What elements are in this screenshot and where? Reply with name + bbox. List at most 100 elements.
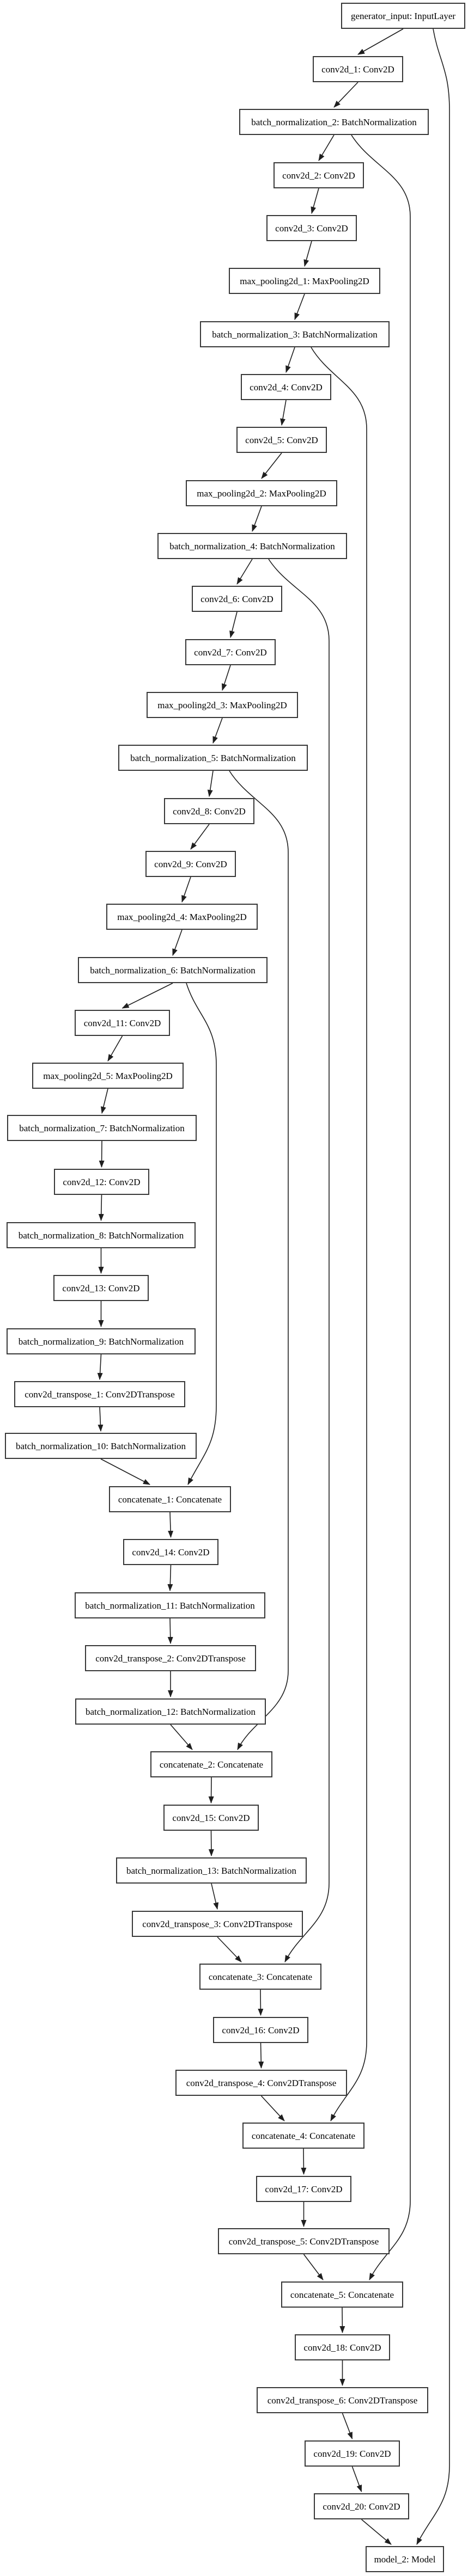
node-conv2d_transpose_3: conv2d_transpose_3: Conv2DTranspose xyxy=(132,1911,303,1937)
node-batch_normalization_11: batch_normalization_11: BatchNormalizati… xyxy=(75,1592,265,1618)
edge-conv2d_20-to-model_2 xyxy=(361,2519,392,2545)
node-label-batch_normalization_10: batch_normalization_10: BatchNormalizati… xyxy=(15,1440,186,1451)
node-label-conv2d_19: conv2d_19: Conv2D xyxy=(313,2448,391,2459)
node-conv2d_transpose_5: conv2d_transpose_5: Conv2DTranspose xyxy=(218,2228,390,2254)
edge-conv2d_1-to-batch_normalization_2 xyxy=(333,82,358,108)
node-conv2d_1: conv2d_1: Conv2D xyxy=(313,56,403,82)
edge-conv2d_transpose_4-to-concatenate_4 xyxy=(260,2095,285,2121)
edge-generator_input-to-conv2d_1 xyxy=(357,28,404,55)
node-label-batch_normalization_13: batch_normalization_13: BatchNormalizati… xyxy=(126,1865,297,1876)
node-concatenate_3: concatenate_3: Concatenate xyxy=(199,1964,321,1990)
node-label-batch_normalization_4: batch_normalization_4: BatchNormalizatio… xyxy=(169,541,335,551)
node-conv2d_15: conv2d_15: Conv2D xyxy=(163,1805,259,1831)
node-label-max_pooling2d_5: max_pooling2d_5: MaxPooling2D xyxy=(43,1070,173,1081)
node-batch_normalization_13: batch_normalization_13: BatchNormalizati… xyxy=(116,1857,307,1884)
node-label-max_pooling2d_3: max_pooling2d_3: MaxPooling2D xyxy=(157,700,287,710)
node-conv2d_9: conv2d_9: Conv2D xyxy=(145,851,236,877)
node-label-batch_normalization_9: batch_normalization_9: BatchNormalizatio… xyxy=(18,1336,184,1347)
edge-max_pooling2d_4-to-batch_normalization_6 xyxy=(172,929,183,956)
node-label-conv2d_transpose_4: conv2d_transpose_4: Conv2DTranspose xyxy=(186,2077,337,2088)
edge-max_pooling2d_3-to-batch_normalization_5 xyxy=(212,717,223,744)
node-conv2d_transpose_6: conv2d_transpose_6: Conv2DTranspose xyxy=(257,2387,428,2413)
node-batch_normalization_6: batch_normalization_6: BatchNormalizatio… xyxy=(78,957,268,983)
edge-conv2d_3-to-max_pooling2d_1 xyxy=(303,241,312,267)
edge-generator_input-to-model_2 xyxy=(416,28,450,2545)
edge-conv2d_15-to-batch_normalization_13 xyxy=(208,1830,214,1856)
node-label-max_pooling2d_1: max_pooling2d_1: MaxPooling2D xyxy=(240,275,369,286)
edge-batch_normalization_4-to-concatenate_3 xyxy=(268,559,330,1962)
node-generator_input: generator_input: InputLayer xyxy=(341,3,465,29)
node-conv2d_6: conv2d_6: Conv2D xyxy=(192,586,282,612)
node-batch_normalization_4: batch_normalization_4: BatchNormalizatio… xyxy=(157,533,347,559)
node-label-max_pooling2d_2: max_pooling2d_2: MaxPooling2D xyxy=(197,488,326,499)
node-label-conv2d_7: conv2d_7: Conv2D xyxy=(194,647,267,658)
node-label-conv2d_18: conv2d_18: Conv2D xyxy=(303,2342,381,2353)
node-label-concatenate_2: concatenate_2: Concatenate xyxy=(159,1759,264,1770)
node-label-conv2d_5: conv2d_5: Conv2D xyxy=(245,434,318,445)
node-concatenate_5: concatenate_5: Concatenate xyxy=(281,2281,403,2308)
edge-batch_normalization_3-to-concatenate_4 xyxy=(311,347,367,2121)
node-label-model_2: model_2: Model xyxy=(374,2554,436,2565)
node-conv2d_transpose_4: conv2d_transpose_4: Conv2DTranspose xyxy=(175,2070,347,2096)
node-batch_normalization_12: batch_normalization_12: BatchNormalizati… xyxy=(75,1698,266,1725)
edge-max_pooling2d_1-to-batch_normalization_3 xyxy=(294,293,305,320)
node-conv2d_20: conv2d_20: Conv2D xyxy=(314,2493,409,2519)
edge-batch_normalization_6-to-concatenate_1 xyxy=(186,983,217,1485)
node-label-concatenate_3: concatenate_3: Concatenate xyxy=(208,1971,313,1982)
node-label-batch_normalization_12: batch_normalization_12: BatchNormalizati… xyxy=(85,1706,256,1717)
edge-conv2d_16-to-conv2d_transpose_4 xyxy=(258,2043,264,2069)
node-conv2d_12: conv2d_12: Conv2D xyxy=(54,1169,149,1195)
node-label-conv2d_13: conv2d_13: Conv2D xyxy=(62,1283,140,1293)
edge-batch_normalization_9-to-conv2d_transpose_1 xyxy=(97,1354,103,1380)
node-conv2d_2: conv2d_2: Conv2D xyxy=(273,162,364,188)
node-label-concatenate_4: concatenate_4: Concatenate xyxy=(251,2130,356,2141)
node-label-concatenate_5: concatenate_5: Concatenate xyxy=(290,2289,394,2300)
edge-batch_normalization_11-to-conv2d_transpose_2 xyxy=(167,1618,173,1644)
node-label-conv2d_transpose_3: conv2d_transpose_3: Conv2DTranspose xyxy=(142,1918,293,1929)
node-model_2: model_2: Model xyxy=(366,2546,444,2572)
node-label-conv2d_transpose_1: conv2d_transpose_1: Conv2DTranspose xyxy=(25,1389,175,1400)
node-label-batch_normalization_8: batch_normalization_8: BatchNormalizatio… xyxy=(18,1230,184,1241)
node-label-conv2d_8: conv2d_8: Conv2D xyxy=(173,806,246,817)
node-label-conv2d_2: conv2d_2: Conv2D xyxy=(282,170,355,181)
edge-concatenate_1-to-conv2d_14 xyxy=(168,1512,174,1538)
node-max_pooling2d_3: max_pooling2d_3: MaxPooling2D xyxy=(147,692,298,718)
node-label-batch_normalization_6: batch_normalization_6: BatchNormalizatio… xyxy=(90,965,256,976)
node-label-conv2d_20: conv2d_20: Conv2D xyxy=(323,2501,400,2512)
edge-concatenate_5-to-conv2d_18 xyxy=(339,2307,345,2333)
edge-conv2d_14-to-batch_normalization_11 xyxy=(167,1565,173,1591)
node-conv2d_4: conv2d_4: Conv2D xyxy=(241,374,331,400)
edge-conv2d_9-to-max_pooling2d_4 xyxy=(181,876,191,903)
node-label-conv2d_transpose_2: conv2d_transpose_2: Conv2DTranspose xyxy=(95,1653,246,1664)
node-batch_normalization_9: batch_normalization_9: BatchNormalizatio… xyxy=(7,1328,196,1354)
node-label-concatenate_1: concatenate_1: Concatenate xyxy=(118,1494,222,1505)
edge-conv2d_6-to-conv2d_7 xyxy=(229,611,238,638)
node-max_pooling2d_2: max_pooling2d_2: MaxPooling2D xyxy=(186,480,337,506)
node-conv2d_5: conv2d_5: Conv2D xyxy=(236,427,327,453)
node-label-conv2d_17: conv2d_17: Conv2D xyxy=(265,2184,343,2194)
edge-conv2d_transpose_1-to-batch_normalization_10 xyxy=(98,1407,104,1432)
node-label-conv2d_11: conv2d_11: Conv2D xyxy=(83,1017,161,1028)
edge-conv2d_transpose_3-to-concatenate_3 xyxy=(217,1936,242,1962)
node-max_pooling2d_4: max_pooling2d_4: MaxPooling2D xyxy=(106,904,258,930)
node-max_pooling2d_1: max_pooling2d_1: MaxPooling2D xyxy=(229,268,380,294)
node-label-generator_input: generator_input: InputLayer xyxy=(350,10,456,21)
node-label-conv2d_transpose_6: conv2d_transpose_6: Conv2DTranspose xyxy=(267,2395,418,2406)
node-conv2d_17: conv2d_17: Conv2D xyxy=(256,2176,351,2202)
edge-conv2d_19-to-conv2d_20 xyxy=(351,2466,362,2492)
node-label-conv2d_9: conv2d_9: Conv2D xyxy=(154,858,227,869)
node-conv2d_8: conv2d_8: Conv2D xyxy=(164,798,254,824)
edge-conv2d_11-to-max_pooling2d_5 xyxy=(107,1035,123,1062)
node-label-batch_normalization_7: batch_normalization_7: BatchNormalizatio… xyxy=(19,1123,185,1133)
edge-batch_normalization_13-to-conv2d_transpose_3 xyxy=(211,1883,219,1910)
edge-batch_normalization_2-to-concatenate_5 xyxy=(351,134,411,2280)
edge-batch_normalization_2-to-conv2d_2 xyxy=(318,134,335,161)
node-label-max_pooling2d_4: max_pooling2d_4: MaxPooling2D xyxy=(117,911,247,922)
node-label-conv2d_12: conv2d_12: Conv2D xyxy=(63,1176,141,1187)
node-conv2d_7: conv2d_7: Conv2D xyxy=(185,639,276,665)
node-conv2d_transpose_2: conv2d_transpose_2: Conv2DTranspose xyxy=(85,1645,256,1671)
edge-conv2d_2-to-conv2d_3 xyxy=(311,188,319,214)
edge-conv2d_12-to-batch_normalization_8 xyxy=(98,1194,104,1221)
node-label-conv2d_14: conv2d_14: Conv2D xyxy=(132,1547,210,1557)
